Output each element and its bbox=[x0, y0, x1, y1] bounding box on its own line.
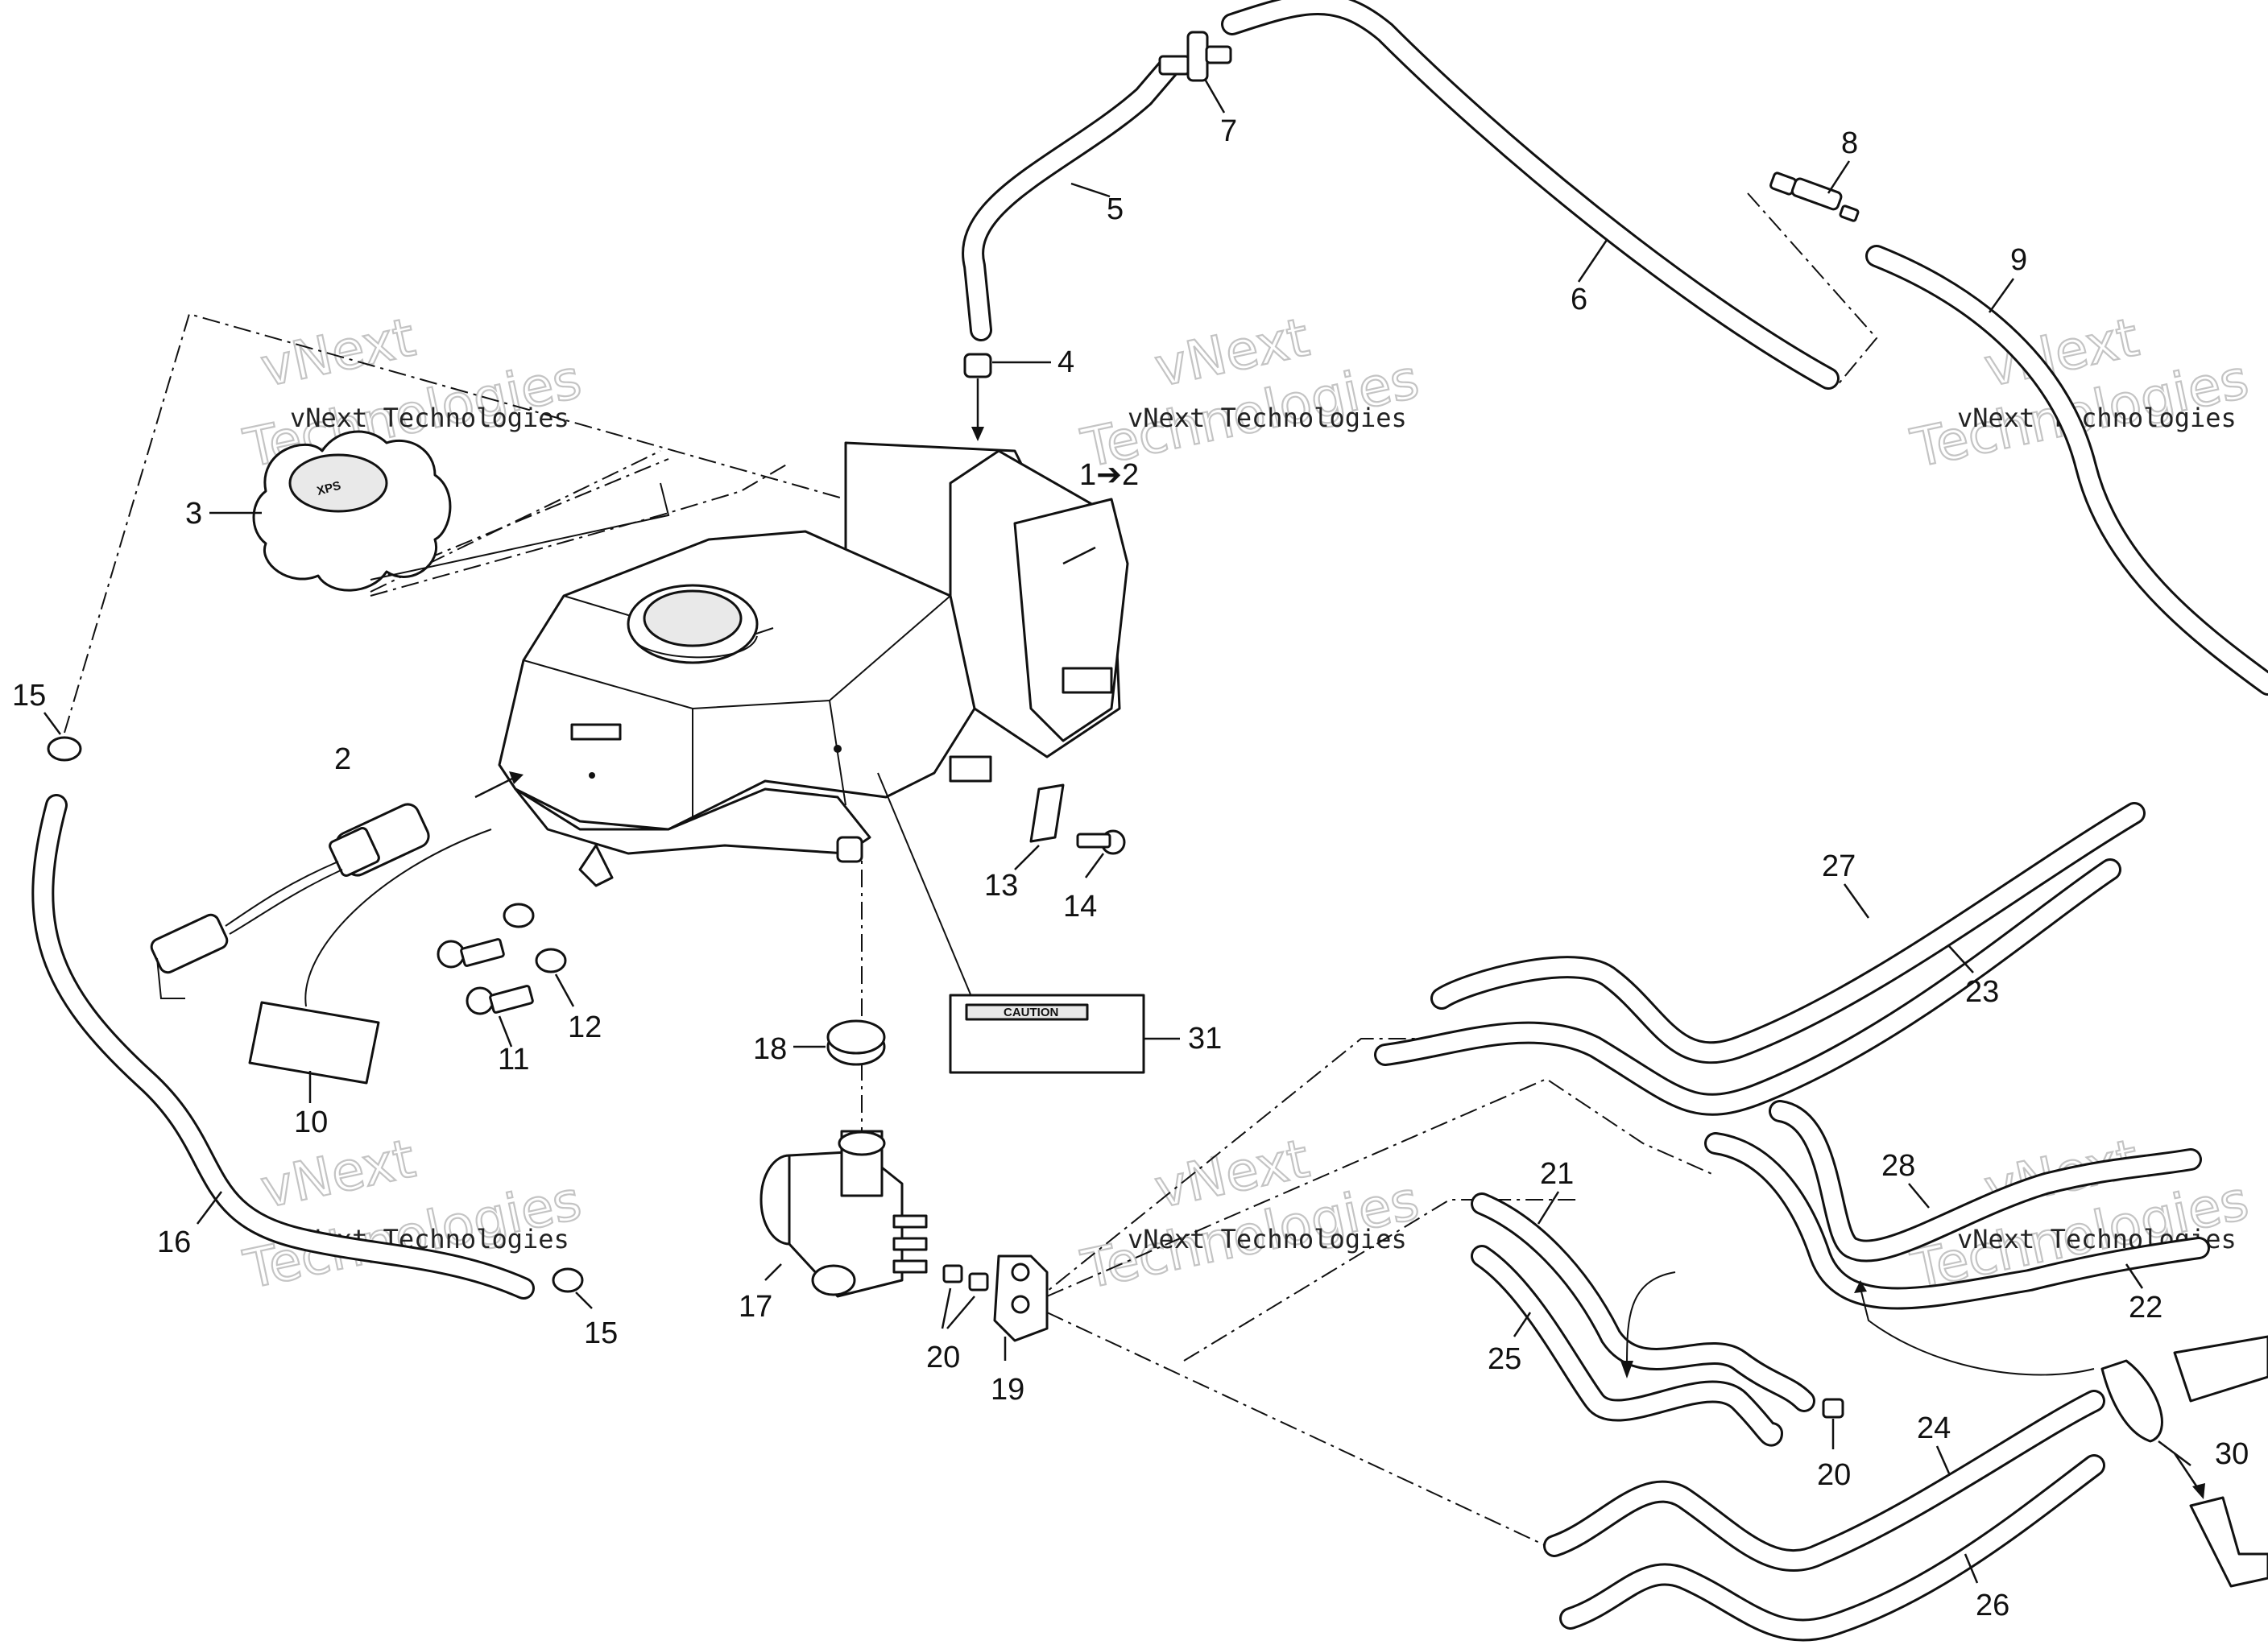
oil-tank-1 bbox=[498, 441, 1129, 887]
callout-18: 18 bbox=[753, 1032, 787, 1066]
callout-20a: 20 bbox=[926, 1341, 960, 1374]
nut-20b bbox=[1822, 1398, 1844, 1449]
svg-text:vNext Technologies: vNext Technologies bbox=[1957, 403, 2237, 433]
label-10 bbox=[248, 829, 492, 1103]
callout-17: 17 bbox=[739, 1290, 772, 1324]
hose-25 bbox=[1471, 1245, 1783, 1447]
watermark-5: vNext Technologies vNext Technologies bbox=[1075, 1126, 1425, 1302]
clamp-4 bbox=[963, 353, 992, 441]
callout-3: 3 bbox=[185, 497, 202, 531]
callout-2: 2 bbox=[334, 742, 351, 776]
callout-31: 31 bbox=[1188, 1022, 1222, 1056]
callout-15b: 15 bbox=[584, 1316, 618, 1350]
bracket-13 bbox=[1014, 783, 1065, 870]
hose-21 bbox=[1471, 1192, 1815, 1412]
callouts: 1➔2 2 3 4 5 6 7 8 9 10 11 12 13 14 15 15… bbox=[12, 80, 2249, 1622]
callout-16: 16 bbox=[157, 1225, 191, 1259]
callout-9: 9 bbox=[2010, 243, 2027, 277]
callout-21: 21 bbox=[1540, 1157, 1574, 1191]
hose-22 bbox=[1704, 1132, 2210, 1310]
plate-19 bbox=[993, 1254, 1049, 1361]
oil-level-sensor-2 bbox=[150, 771, 524, 999]
leader-1-2 bbox=[1062, 546, 1096, 565]
callout-1-2: 1➔2 bbox=[1079, 458, 1139, 492]
caution-label-31: CAUTION bbox=[877, 772, 1180, 1074]
hose-27 bbox=[1430, 802, 2146, 1064]
callout-13: 13 bbox=[984, 869, 1018, 903]
callout-30: 30 bbox=[2215, 1437, 2249, 1471]
callout-12: 12 bbox=[568, 1010, 602, 1044]
callout-10: 10 bbox=[294, 1106, 328, 1139]
callout-7: 7 bbox=[1220, 114, 1237, 148]
clamp-15b bbox=[552, 1267, 593, 1309]
clamp-15a bbox=[43, 712, 82, 762]
svg-text:CAUTION: CAUTION bbox=[1004, 1006, 1058, 1019]
callout-6: 6 bbox=[1571, 283, 1587, 316]
clip-30 bbox=[1854, 1280, 2268, 1588]
callout-5: 5 bbox=[1107, 192, 1124, 226]
bolts-11 bbox=[437, 938, 534, 1048]
svg-text:vNext Technologies: vNext Technologies bbox=[290, 403, 569, 433]
hose-16 bbox=[31, 794, 535, 1300]
callout-24: 24 bbox=[1917, 1411, 1951, 1445]
screw-14 bbox=[1076, 829, 1126, 878]
callout-28: 28 bbox=[1881, 1149, 1915, 1183]
clamp-18 bbox=[793, 1019, 886, 1066]
check-valve-7 bbox=[1158, 31, 1232, 82]
oil-pump-17 bbox=[759, 1130, 928, 1298]
hose-6 bbox=[1221, 0, 1840, 390]
hose-28 bbox=[1769, 1100, 2202, 1263]
callout-19: 19 bbox=[991, 1373, 1024, 1407]
callout-23: 23 bbox=[1965, 975, 1999, 1009]
watermark-2: vNext Technologies vNext Technologies bbox=[1075, 305, 1425, 481]
callout-26: 26 bbox=[1976, 1589, 2009, 1622]
callout-27: 27 bbox=[1822, 849, 1856, 883]
hose-5 bbox=[962, 57, 1179, 341]
assembly-lines bbox=[64, 192, 1878, 1547]
fitting-8 bbox=[1769, 172, 1860, 222]
fuel-cap-3: XPS bbox=[252, 430, 452, 592]
callout-11: 11 bbox=[498, 1043, 529, 1077]
svg-text:vNext Technologies: vNext Technologies bbox=[1128, 1224, 1407, 1254]
callout-25: 25 bbox=[1488, 1342, 1521, 1376]
callout-15a: 15 bbox=[12, 679, 46, 713]
callout-20b: 20 bbox=[1817, 1458, 1851, 1492]
cap-tether bbox=[370, 482, 670, 581]
hose-23 bbox=[1374, 858, 2121, 1116]
callout-8: 8 bbox=[1841, 126, 1858, 160]
nuts-20 bbox=[941, 1264, 989, 1329]
hose-26 bbox=[1559, 1454, 2105, 1642]
hose-9 bbox=[1865, 245, 2268, 696]
callout-14: 14 bbox=[1063, 890, 1097, 924]
svg-text:vNext Technologies: vNext Technologies bbox=[1128, 403, 1407, 433]
callout-4: 4 bbox=[1057, 345, 1074, 379]
watermark-4: vNext Technologies vNext Technologies bbox=[238, 1126, 587, 1302]
callout-22: 22 bbox=[2129, 1291, 2162, 1325]
hose-24 bbox=[1543, 1390, 2105, 1573]
washers-12 bbox=[503, 903, 575, 1007]
arrow-21 bbox=[1626, 1271, 1676, 1370]
